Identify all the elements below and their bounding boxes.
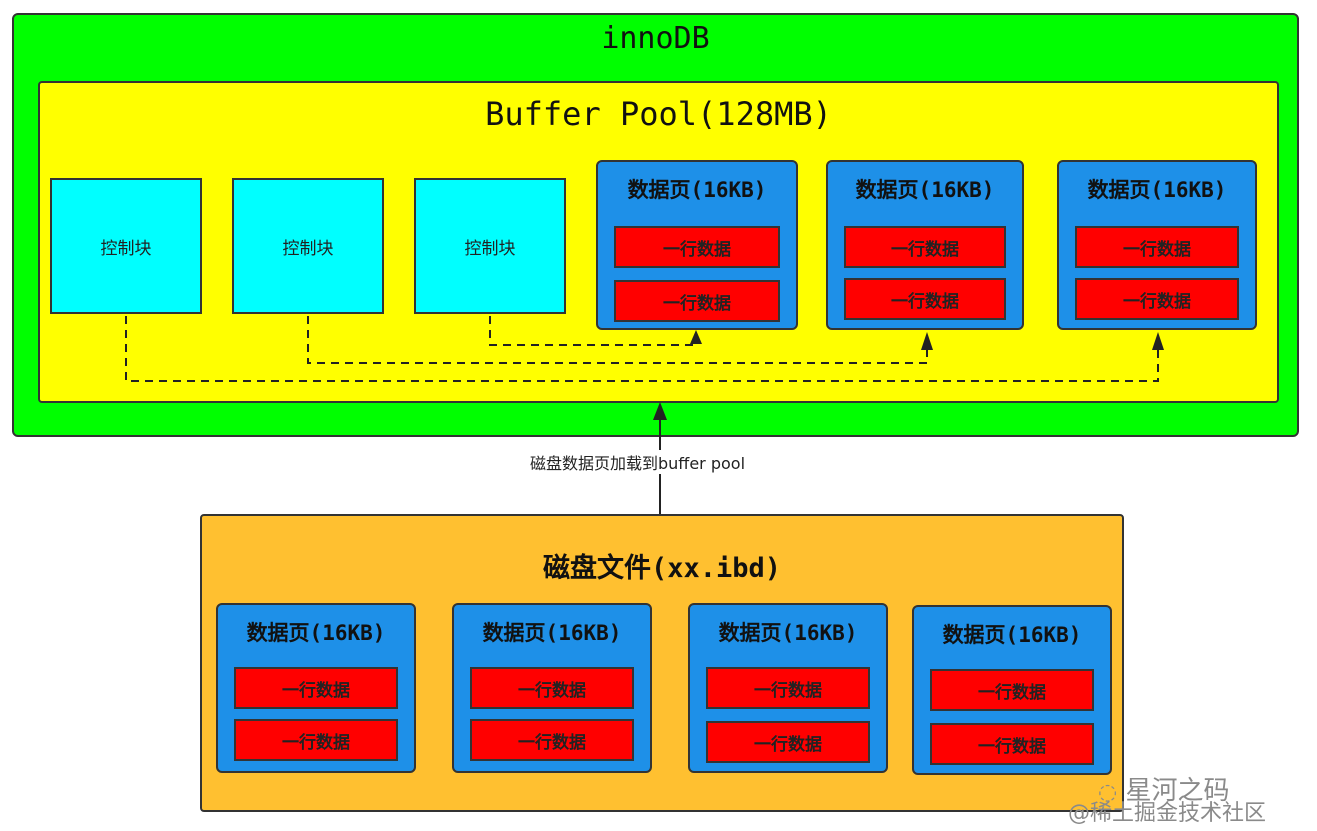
disk-data-page: 数据页(16KB) 一行数据 一行数据 bbox=[688, 603, 888, 773]
control-link-line bbox=[489, 316, 697, 346]
data-row: 一行数据 bbox=[706, 721, 870, 763]
control-block-label: 控制块 bbox=[100, 238, 152, 259]
data-row: 一行数据 bbox=[614, 226, 780, 268]
control-link-line bbox=[307, 316, 928, 364]
control-block-label: 控制块 bbox=[282, 238, 334, 259]
data-row: 一行数据 bbox=[1075, 226, 1239, 268]
disk-data-page: 数据页(16KB) 一行数据 一行数据 bbox=[452, 603, 652, 773]
data-row: 一行数据 bbox=[614, 280, 780, 322]
control-block-label: 控制块 bbox=[464, 238, 516, 259]
disk-data-page: 数据页(16KB) 一行数据 一行数据 bbox=[216, 603, 416, 773]
watermark-site: @稀土掘金技术社区 bbox=[1068, 801, 1267, 826]
data-page-title: 数据页(16KB) bbox=[246, 621, 386, 645]
wechat-icon: ◌ bbox=[1098, 780, 1118, 805]
watermark-brand-text: 星河之码 bbox=[1125, 776, 1230, 806]
data-row: 一行数据 bbox=[706, 667, 870, 709]
data-row: 一行数据 bbox=[930, 723, 1094, 765]
buffer-data-page: 数据页(16KB) 一行数据 一行数据 bbox=[826, 160, 1024, 330]
control-block: 控制块 bbox=[232, 178, 384, 314]
data-row: 一行数据 bbox=[1075, 278, 1239, 320]
control-block: 控制块 bbox=[50, 178, 202, 314]
link-arrowhead bbox=[1152, 332, 1164, 350]
disk-data-page: 数据页(16KB) 一行数据 一行数据 bbox=[912, 605, 1112, 775]
data-row: 一行数据 bbox=[844, 278, 1006, 320]
data-page-title: 数据页(16KB) bbox=[627, 178, 767, 202]
data-page-title: 数据页(16KB) bbox=[482, 621, 622, 645]
watermark-brand: ◌ 星河之码 bbox=[1098, 770, 1229, 807]
link-arrowhead bbox=[921, 332, 933, 350]
innodb-title: innoDB bbox=[601, 21, 710, 56]
data-row: 一行数据 bbox=[234, 667, 398, 709]
data-page-title: 数据页(16KB) bbox=[855, 178, 995, 202]
buffer-data-page: 数据页(16KB) 一行数据 一行数据 bbox=[1057, 160, 1257, 330]
buffer-pool-title: Buffer Pool(128MB) bbox=[485, 95, 832, 133]
data-row: 一行数据 bbox=[844, 226, 1006, 268]
data-row: 一行数据 bbox=[470, 667, 634, 709]
buffer-data-page: 数据页(16KB) 一行数据 一行数据 bbox=[596, 160, 798, 330]
data-row: 一行数据 bbox=[930, 669, 1094, 711]
control-link-line bbox=[125, 316, 1159, 382]
control-block: 控制块 bbox=[414, 178, 566, 314]
data-row: 一行数据 bbox=[470, 719, 634, 761]
data-row: 一行数据 bbox=[234, 719, 398, 761]
load-arrowhead bbox=[653, 402, 667, 420]
load-arrow-label: 磁盘数据页加载到buffer pool bbox=[528, 450, 748, 474]
data-page-title: 数据页(16KB) bbox=[1087, 178, 1227, 202]
link-arrowhead bbox=[690, 330, 702, 344]
data-page-title: 数据页(16KB) bbox=[942, 623, 1082, 647]
data-page-title: 数据页(16KB) bbox=[718, 621, 858, 645]
disk-file-title: 磁盘文件(xx.ibd) bbox=[542, 553, 782, 584]
